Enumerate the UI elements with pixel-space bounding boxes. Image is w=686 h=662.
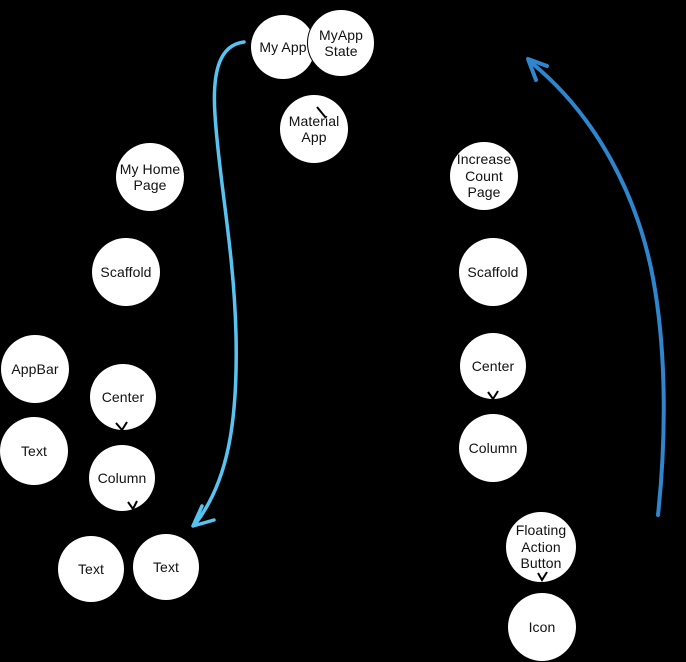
node-appbar: AppBar [1, 335, 69, 403]
node-label: AppBar [11, 360, 59, 377]
node-label: My App [259, 38, 307, 55]
node-label: App [301, 129, 327, 145]
arrow-up-right-arrowhead-icon [526, 57, 549, 82]
node-label: MyApp [318, 26, 364, 43]
node-scaffold-right: Scaffold [459, 238, 527, 306]
node-column-right: Column [459, 414, 527, 482]
node-scaffold-left: Scaffold [92, 238, 160, 306]
arrow-down-left-curve-icon [194, 40, 246, 525]
node-label: Text [20, 442, 48, 459]
node-label: Action [521, 538, 561, 555]
node-text-right: Text [133, 534, 199, 600]
node-label: Column [97, 469, 147, 486]
node-label: State [324, 43, 358, 59]
node-text-appbar: Text [0, 417, 68, 485]
node-label: Text [77, 560, 105, 577]
node-label: Button [520, 555, 562, 572]
node-label: Floating [515, 522, 567, 539]
arrow-down-left-arrowhead-icon [191, 504, 216, 528]
node-label: Center [471, 357, 515, 374]
node-label: Page [467, 184, 501, 201]
node-label: Center [101, 388, 145, 405]
node-label: Text [152, 558, 180, 575]
node-label: Scaffold [100, 263, 152, 280]
node-text-left: Text [58, 536, 124, 602]
node-label: Material [288, 112, 340, 129]
node-center-right: Center [460, 333, 526, 399]
node-column-left: Column [89, 445, 155, 511]
node-icon: Icon [508, 593, 576, 661]
node-label: Count [465, 167, 503, 184]
node-my-app: My App [251, 15, 315, 79]
node-label: Page [133, 177, 167, 193]
node-label: Scaffold [467, 263, 519, 280]
node-label: My Home [119, 160, 181, 177]
arrow-up-right-curve-icon [531, 62, 666, 517]
node-center-left: Center [90, 364, 156, 430]
node-label: Column [468, 439, 518, 456]
node-label: Icon [528, 618, 556, 635]
node-label: Increase [456, 151, 512, 168]
